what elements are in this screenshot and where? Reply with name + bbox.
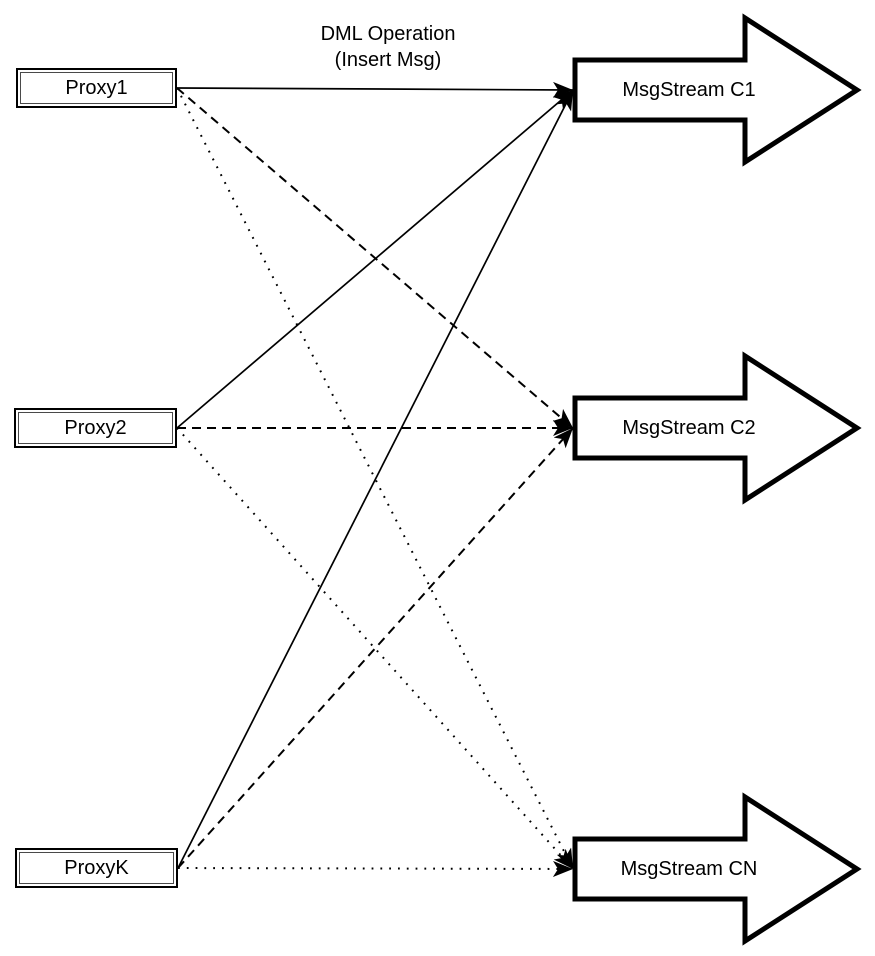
edge-proxyk-to-msgstream-c2	[177, 427, 574, 869]
edges-layer	[176, 81, 574, 877]
msgstream-c2-arrow	[572, 351, 862, 505]
edge-proxy2-to-msgstream-c1	[176, 89, 574, 429]
edge-proxyk-to-msgstream-cn	[177, 860, 574, 877]
proxy1-label: Proxy1	[65, 76, 128, 99]
diagram-title-line1: DML Operation	[320, 23, 456, 45]
edge-proxy2-to-msgstream-cn	[176, 427, 574, 870]
msgstream-cn-arrow	[572, 792, 862, 946]
proxy2-node: Proxy2	[14, 408, 177, 448]
edge-proxyk-to-msgstream-c1	[177, 89, 574, 869]
msgstream-c1-arrow	[572, 13, 862, 167]
diagram-title-line2: (Insert Msg)	[334, 49, 442, 71]
proxy1-node: Proxy1	[16, 68, 177, 108]
proxyk-label: ProxyK	[64, 856, 129, 879]
edge-proxy1-to-msgstream-c1	[176, 81, 574, 98]
diagram-title: DML Operation (Insert Msg)	[248, 21, 528, 73]
proxy2-label: Proxy2	[64, 416, 127, 439]
proxyk-node: ProxyK	[15, 848, 178, 888]
